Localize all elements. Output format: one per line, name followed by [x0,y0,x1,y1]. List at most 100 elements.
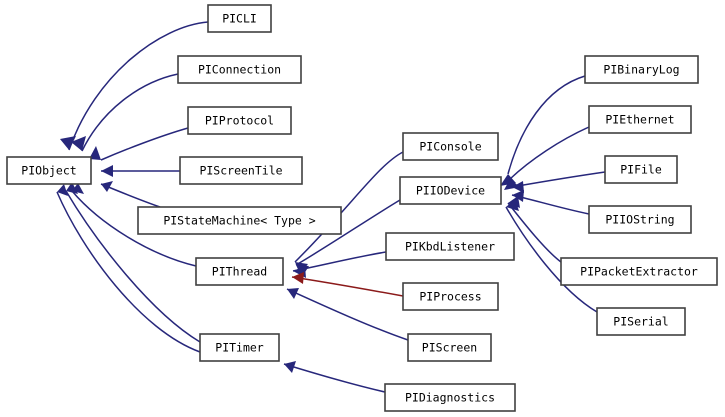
node-label: PIConsole [419,140,481,154]
class-node-piscreentile[interactable]: PIScreenTile [179,156,303,185]
node-label: PIKbdListener [405,240,495,254]
node-label: PIIOString [605,213,674,227]
edge-pistatemachine-to-piobject [100,181,161,208]
edges-layer [56,21,606,393]
node-box[interactable] [588,205,692,234]
class-node-piconnection[interactable]: PIConnection [177,55,302,84]
node-box[interactable] [584,55,699,84]
arrowhead-icon [57,184,68,196]
node-box[interactable] [6,156,92,185]
node-box[interactable] [177,55,302,84]
node-box[interactable] [399,176,502,205]
class-node-piiostring[interactable]: PIIOString [588,205,692,234]
node-label: PIPacketExtractor [580,265,698,279]
node-label: PIScreen [422,341,477,355]
node-label: PIThread [212,265,267,279]
arrowhead-icon [506,199,519,211]
edge-piprocess-to-pithread [291,272,404,297]
edge-line [81,73,179,152]
edge-piserial-to-piiodevice [505,199,598,313]
node-box[interactable] [588,105,692,134]
class-node-piobject[interactable]: PIObject [6,156,92,185]
class-node-pifile[interactable]: PIFile [604,155,678,184]
arrowhead-icon [101,165,113,177]
class-node-pipacketextractor[interactable]: PIPacketExtractor [560,257,718,286]
class-node-piserial[interactable]: PISerial [596,307,686,336]
class-node-picli[interactable]: PICLI [207,4,272,33]
node-label: PISerial [613,315,668,329]
edge-pibinarylog-to-piiodevice [500,75,586,186]
class-node-pibinarylog[interactable]: PIBinaryLog [584,55,699,84]
node-box[interactable] [179,156,303,185]
arrowhead-icon [287,288,299,299]
node-box[interactable] [402,132,499,161]
edge-pitimer-to-piobject [65,182,201,343]
node-box[interactable] [385,232,515,261]
arrowhead-icon [71,136,86,151]
edge-line [71,190,197,267]
node-label: PITimer [215,341,264,355]
edge-pidiagnostics-to-piobject [56,184,201,353]
class-node-pikbdlistener[interactable]: PIKbdListener [385,232,515,261]
node-label: PIConnection [198,63,281,77]
node-label: PIProtocol [205,114,274,128]
node-label: PIProcess [419,290,481,304]
edge-piiostring-to-piiodevice [511,190,590,215]
nodes-layer: PIObject PICLI PIConnectionPIProtocolPIScr… [6,4,718,412]
node-label: PIObject [21,164,76,178]
node-box[interactable] [407,333,492,362]
node-box[interactable] [199,333,280,362]
edge-pidiagnostics-to-pitimer [283,361,386,393]
edge-line [68,21,209,151]
node-box[interactable] [384,383,516,412]
edge-line [507,75,586,175]
node-label: PIEthernet [605,113,674,127]
edge-line [56,191,201,353]
edge-line [505,206,598,313]
edge-piconnection-to-piobject [71,73,179,152]
edge-piscreen-to-pithread [286,288,409,341]
node-box[interactable] [137,206,342,235]
arrowhead-icon [512,181,524,193]
arrowhead-icon [60,136,76,150]
node-box[interactable] [560,257,718,286]
class-node-pistatemachine[interactable]: PIStateMachine< Type > [137,206,342,235]
edge-line [295,199,401,266]
node-box[interactable] [604,155,678,184]
class-node-piscreen[interactable]: PIScreen [407,333,492,362]
node-box[interactable] [195,257,284,286]
edge-line [507,202,562,263]
edge-line [294,151,404,263]
node-box[interactable] [207,4,272,33]
edge-line [100,127,189,161]
node-box[interactable] [402,282,499,311]
node-box[interactable] [596,307,686,336]
class-node-piprotocol[interactable]: PIProtocol [187,106,292,135]
class-node-pithread[interactable]: PIThread [195,257,284,286]
class-node-pitimer[interactable]: PITimer [199,333,280,362]
class-node-piconsole[interactable]: PIConsole [402,132,499,161]
arrowhead-icon [292,272,304,284]
edge-line [100,183,161,208]
edge-line [291,276,404,297]
node-label: PIDiagnostics [405,391,495,405]
class-node-piiodevice[interactable]: PIIODevice [399,176,502,205]
edge-pifile-to-piiodevice [511,171,606,193]
edge-line [509,126,590,180]
class-node-pidiagnostics[interactable]: PIDiagnostics [384,383,516,412]
edge-line [511,171,606,188]
node-label: PIScreenTile [199,164,282,178]
node-box[interactable] [187,106,292,135]
node-label: PIIODevice [416,184,485,198]
edge-line [292,251,387,272]
edge-line [286,288,409,341]
class-node-piprocess[interactable]: PIProcess [402,282,499,311]
edge-line [511,194,590,215]
node-label: PIStateMachine< Type > [163,214,315,228]
edge-line [65,190,201,343]
arrowhead-icon [89,146,101,160]
class-node-piethernet[interactable]: PIEthernet [588,105,692,134]
arrowhead-icon [101,181,113,192]
